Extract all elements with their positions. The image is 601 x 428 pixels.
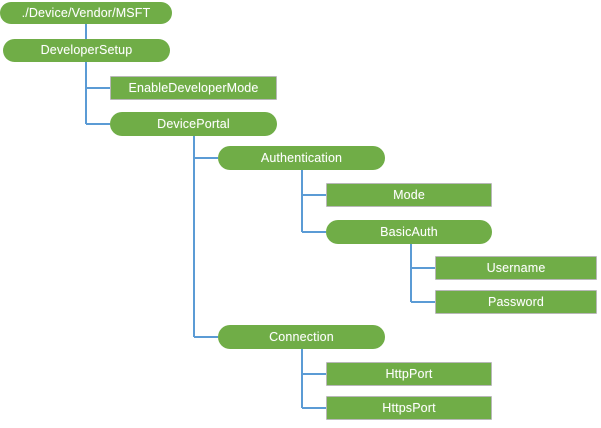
tree-node-label: HttpPort	[385, 366, 433, 381]
tree-node-username[interactable]: Username	[435, 256, 597, 280]
tree-node-mode[interactable]: Mode	[326, 183, 492, 207]
tree-node-root[interactable]: ./Device/Vendor/MSFT	[0, 2, 172, 24]
tree-node-label: Password	[487, 294, 545, 309]
tree-node-label: Connection	[269, 329, 334, 344]
tree-node-label: Mode	[393, 187, 425, 202]
tree-node-https-port[interactable]: HttpsPort	[326, 396, 492, 420]
tree-node-basic-auth[interactable]: BasicAuth	[326, 220, 492, 244]
tree-node-developer-setup[interactable]: DeveloperSetup	[3, 39, 170, 62]
tree-node-enable-developer-mode[interactable]: EnableDeveloperMode	[110, 76, 277, 100]
tree-node-label: DeveloperSetup	[40, 43, 133, 58]
tree-node-authentication[interactable]: Authentication	[218, 146, 385, 170]
tree-node-label: BasicAuth	[380, 224, 438, 239]
tree-node-http-port[interactable]: HttpPort	[326, 362, 492, 386]
tree-node-label: ./Device/Vendor/MSFT	[21, 5, 151, 20]
tree-node-label: Username	[486, 260, 546, 275]
tree-node-label: DevicePortal	[157, 116, 230, 131]
tree-node-label: Authentication	[260, 150, 343, 165]
tree-node-connection[interactable]: Connection	[218, 325, 385, 349]
tree-node-label: EnableDeveloperMode	[128, 80, 259, 95]
tree-node-password[interactable]: Password	[435, 290, 597, 314]
tree-node-label: HttpsPort	[382, 400, 436, 415]
tree-node-device-portal[interactable]: DevicePortal	[110, 112, 277, 136]
